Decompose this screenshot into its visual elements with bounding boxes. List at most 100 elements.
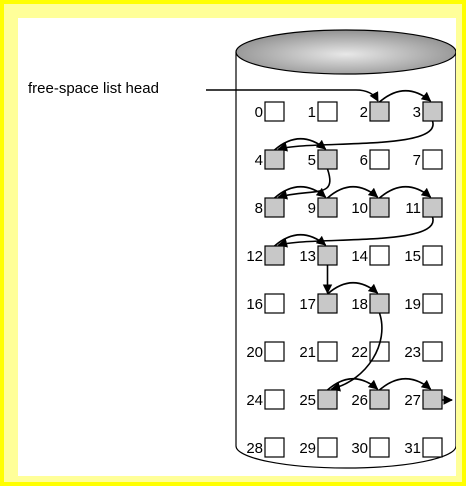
disk-block-0: 0 [255, 102, 284, 121]
disk-block-13: 13 [299, 246, 337, 265]
block-number-label: 23 [404, 344, 421, 361]
free-block-square [423, 198, 442, 217]
disk-block-21: 21 [299, 342, 337, 361]
disk-block-16: 16 [246, 294, 284, 313]
free-block-square [265, 246, 284, 265]
block-number-label: 10 [351, 200, 368, 217]
block-number-label: 15 [404, 248, 421, 265]
free-block-square [423, 390, 442, 409]
block-number-label: 28 [246, 440, 263, 457]
disk-block-20: 20 [246, 342, 284, 361]
free-block-square [370, 390, 389, 409]
disk-block-5: 5 [308, 150, 337, 169]
disk-block-11: 11 [405, 198, 442, 217]
block-number-label: 7 [413, 152, 421, 169]
disk-block-27: 27 [404, 390, 442, 409]
used-block-square [318, 102, 337, 121]
disk-block-25: 25 [299, 390, 337, 409]
block-number-label: 24 [246, 392, 263, 409]
disk-block-4: 4 [255, 150, 284, 169]
used-block-square [370, 246, 389, 265]
disk-block-2: 2 [360, 102, 389, 121]
used-block-square [370, 438, 389, 457]
used-block-square [423, 150, 442, 169]
free-block-square [265, 198, 284, 217]
block-number-label: 29 [299, 440, 316, 457]
disk-block-6: 6 [360, 150, 389, 169]
disk-block-23: 23 [404, 342, 442, 361]
free-block-square [370, 102, 389, 121]
block-number-label: 9 [308, 200, 316, 217]
free-block-square [265, 150, 284, 169]
disk-block-17: 17 [299, 294, 337, 313]
used-block-square [370, 150, 389, 169]
free-block-square [318, 246, 337, 265]
used-block-square [423, 246, 442, 265]
block-number-label: 14 [351, 248, 368, 265]
used-block-square [265, 342, 284, 361]
disk-block-8: 8 [255, 198, 284, 217]
block-number-label: 4 [255, 152, 263, 169]
used-block-square [265, 294, 284, 313]
block-number-label: 5 [308, 152, 316, 169]
block-number-label: 31 [404, 440, 421, 457]
free-block-square [318, 150, 337, 169]
disk-block-3: 3 [413, 102, 442, 121]
disk-block-26: 26 [351, 390, 389, 409]
block-number-label: 16 [246, 296, 263, 313]
disk-block-12: 12 [246, 246, 284, 265]
block-number-label: 1 [308, 104, 316, 121]
used-block-square [423, 342, 442, 361]
block-number-label: 25 [299, 392, 316, 409]
block-number-label: 0 [255, 104, 263, 121]
disk-block-15: 15 [404, 246, 442, 265]
disk-block-31: 31 [404, 438, 442, 457]
used-block-square [318, 342, 337, 361]
disk-block-10: 10 [351, 198, 389, 217]
free-block-square [370, 294, 389, 313]
disk-block-29: 29 [299, 438, 337, 457]
disk-block-9: 9 [308, 198, 337, 217]
block-number-label: 2 [360, 104, 368, 121]
free-block-square [423, 102, 442, 121]
disk-block-18: 18 [351, 294, 389, 313]
block-number-label: 19 [404, 296, 421, 313]
disk-cylinder-top [236, 30, 456, 74]
disk-block-19: 19 [404, 294, 442, 313]
block-number-label: 11 [405, 200, 421, 217]
used-block-square [423, 438, 442, 457]
disk-block-24: 24 [246, 390, 284, 409]
free-block-square [318, 390, 337, 409]
free-block-square [318, 198, 337, 217]
used-block-square [265, 390, 284, 409]
disk-block-30: 30 [351, 438, 389, 457]
used-block-square [423, 294, 442, 313]
free-space-list-head-label: free-space list head [28, 80, 159, 97]
used-block-square [265, 102, 284, 121]
block-number-label: 8 [255, 200, 263, 217]
used-block-square [265, 438, 284, 457]
block-number-label: 26 [351, 392, 368, 409]
disk-block-1: 1 [308, 102, 337, 121]
free-block-square [318, 294, 337, 313]
block-number-label: 22 [351, 344, 368, 361]
block-number-label: 21 [299, 344, 316, 361]
used-block-square [318, 438, 337, 457]
free-block-square [370, 198, 389, 217]
block-number-label: 17 [299, 296, 316, 313]
block-number-label: 12 [246, 248, 263, 265]
block-number-label: 6 [360, 152, 368, 169]
block-number-label: 18 [351, 296, 368, 313]
block-number-label: 27 [404, 392, 421, 409]
block-number-label: 30 [351, 440, 368, 457]
block-number-label: 3 [413, 104, 421, 121]
block-number-label: 13 [299, 248, 316, 265]
disk-block-28: 28 [246, 438, 284, 457]
disk-block-22: 22 [351, 342, 389, 361]
disk-block-14: 14 [351, 246, 389, 265]
disk-block-7: 7 [413, 150, 442, 169]
